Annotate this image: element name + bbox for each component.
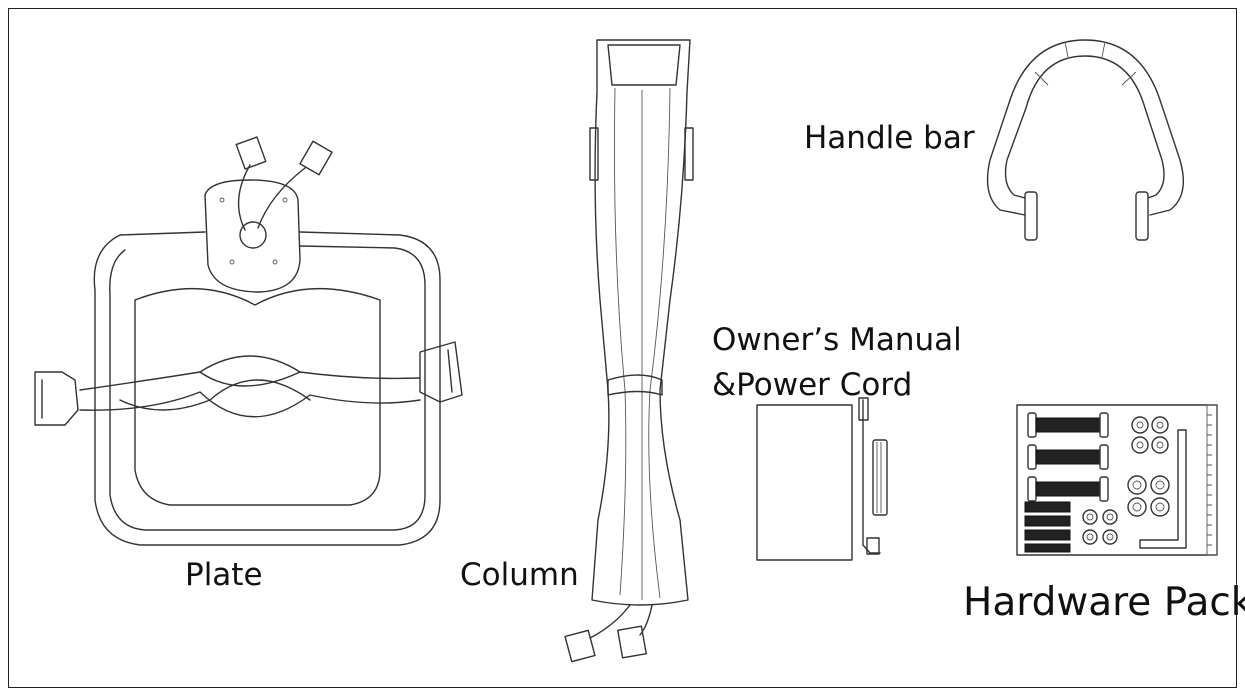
manual-label-line2: &Power Cord: [712, 367, 913, 403]
plate-label: Plate: [185, 557, 263, 593]
diagram-frame: [8, 8, 1237, 688]
manual-power-cord-label: Owner’s Manual &Power Cord: [712, 318, 962, 408]
column-drawing: [564, 39, 694, 663]
handle-bar-drawing: [986, 39, 1184, 241]
hardware-pack-label: Hardware Pack: [963, 580, 1245, 625]
hardware-pack-drawing: [1016, 404, 1218, 556]
manual-power-cord-drawing: [756, 397, 888, 561]
manual-label-line1: Owner’s Manual: [712, 322, 962, 358]
handle-bar-label: Handle bar: [804, 120, 975, 156]
plate-drawing: [34, 136, 463, 546]
column-label: Column: [460, 557, 579, 593]
